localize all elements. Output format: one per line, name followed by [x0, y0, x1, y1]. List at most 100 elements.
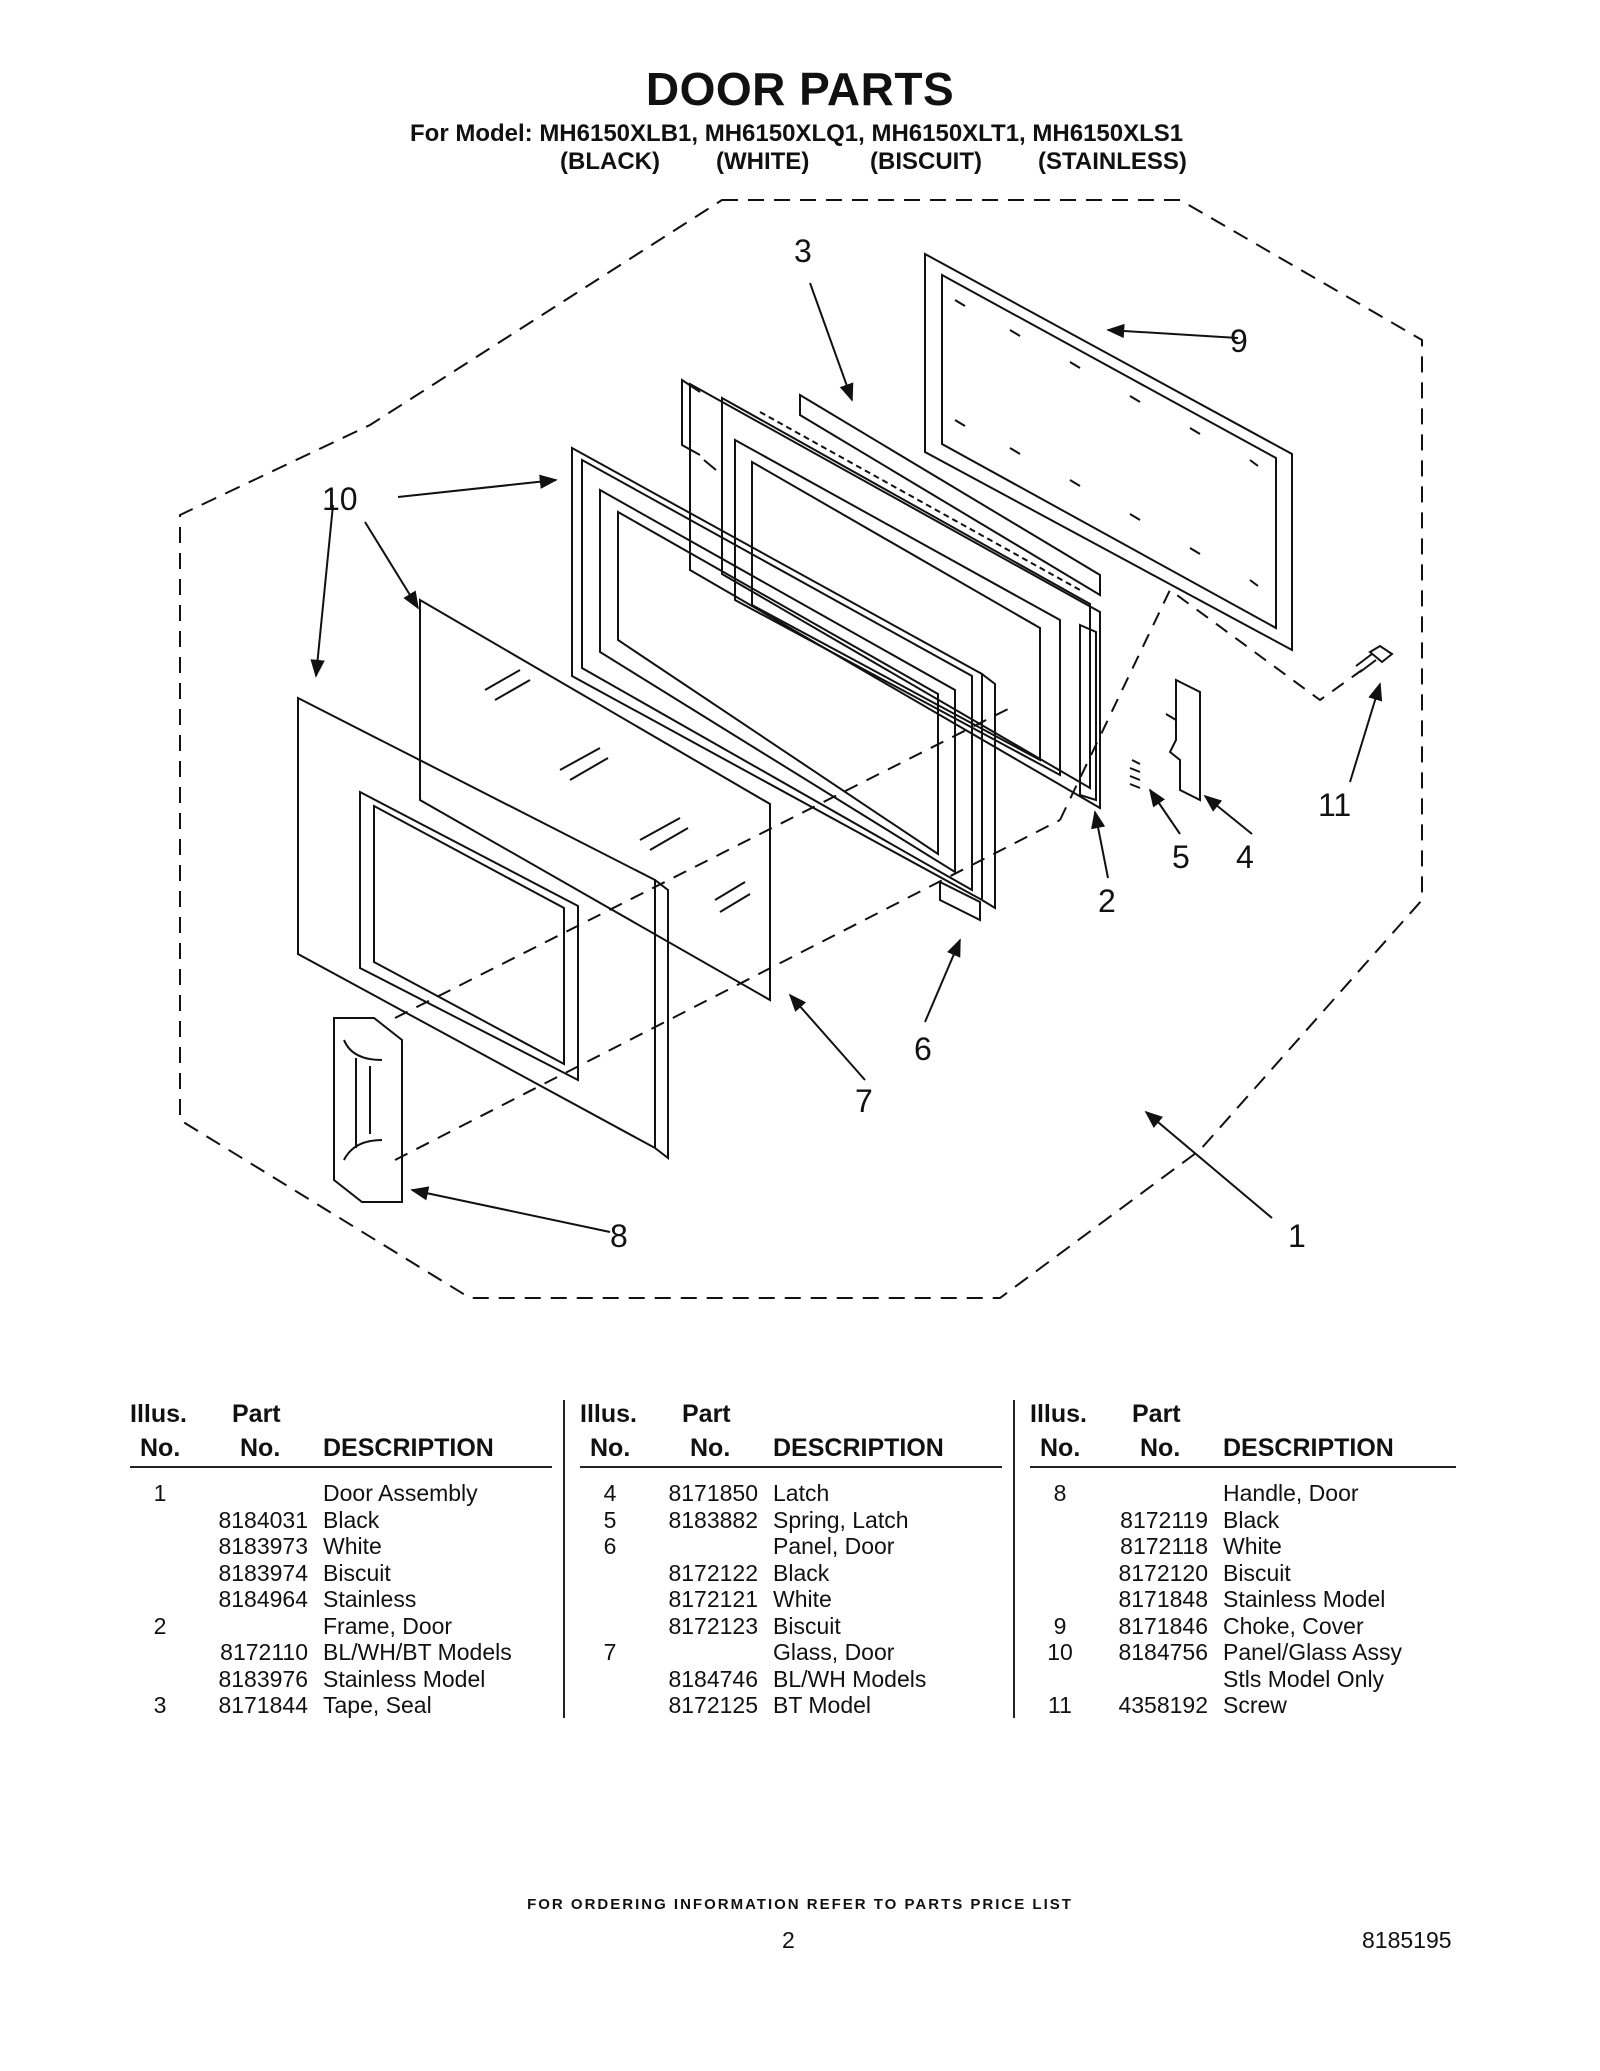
part-number: 8172118	[1120, 1533, 1208, 1559]
screw-part	[1355, 644, 1394, 673]
callout-5: 5	[1172, 839, 1190, 875]
part-number: 8184031	[218, 1506, 308, 1533]
callout-6: 6	[914, 1031, 932, 1067]
table-row: 8172123 Biscuit	[580, 1613, 1000, 1640]
header-part: Part	[232, 1400, 281, 1428]
assembly-outline	[179, 199, 1423, 1299]
exploded-parts-diagram: 1 2 3 4 5 6 7 8 9 10 11	[179, 199, 1423, 1299]
header-part: Part	[682, 1400, 731, 1428]
part-description: Biscuit	[773, 1612, 841, 1639]
part-description: BL/WH/BT Models	[323, 1639, 512, 1665]
part-number: 8172121	[668, 1586, 758, 1612]
part-description: Frame, Door	[323, 1612, 453, 1639]
part-number: 8183973	[218, 1533, 308, 1559]
part-number: 8184746	[668, 1665, 758, 1692]
part-description: Glass, Door	[773, 1639, 895, 1665]
table-row: 8172110 BL/WH/BT Models	[130, 1639, 550, 1666]
panel-glass-assembly-part	[571, 446, 996, 922]
callout-10: 10	[322, 481, 358, 517]
part-description: Black	[773, 1559, 830, 1586]
ordering-note: FOR ORDERING INFORMATION REFER TO PARTS …	[527, 1896, 1073, 1913]
header-part-no: No.	[1140, 1434, 1181, 1462]
part-number: 4358192	[1118, 1692, 1208, 1718]
header-part-no: No.	[240, 1434, 281, 1462]
part-number: 8172110	[220, 1639, 308, 1665]
part-number: 8183882	[668, 1506, 758, 1533]
header-part: Part	[1132, 1400, 1181, 1428]
part-number: 8171846	[1118, 1612, 1208, 1639]
part-description: Latch	[773, 1480, 830, 1506]
choke-cover-part	[924, 252, 1293, 652]
callout-7: 7	[855, 1083, 873, 1119]
callout-1: 1	[1288, 1218, 1306, 1254]
callout-4: 4	[1236, 839, 1254, 875]
part-description: Black	[323, 1506, 380, 1533]
part-description: White	[1223, 1533, 1282, 1559]
door-handle-part	[333, 1017, 403, 1203]
table-row: 11 4358192 Screw	[1030, 1692, 1450, 1719]
header-part-no: No.	[690, 1434, 731, 1462]
callout-11: 11	[1318, 787, 1351, 823]
part-description: Stainless Model	[323, 1665, 486, 1692]
color-label-white: (WHITE)	[716, 148, 810, 175]
table-row: 8172118 White	[1030, 1533, 1450, 1560]
part-description: Handle, Door	[1223, 1480, 1359, 1506]
door-glass-part	[419, 598, 771, 1002]
color-label-biscuit: (BISCUIT)	[870, 148, 982, 175]
table-row: 1 Door Assembly	[130, 1480, 550, 1507]
part-number: 8171848	[1118, 1586, 1208, 1612]
illus-number: 11	[1048, 1692, 1072, 1718]
table-row: 8184031 Black	[130, 1507, 550, 1534]
column-divider	[1013, 1400, 1015, 1718]
illus-number: 6	[603, 1533, 617, 1559]
table-row: 8183976 Stainless Model	[130, 1666, 550, 1693]
part-number: 8183974	[218, 1559, 308, 1586]
model-list: For Model: MH6150XLB1, MH6150XLQ1, MH615…	[410, 120, 1184, 147]
seal-tape-part	[799, 393, 1101, 597]
part-number: 8172123	[668, 1612, 758, 1639]
part-description: Biscuit	[1223, 1559, 1291, 1586]
part-number: 8184964	[218, 1586, 308, 1612]
latch-spring-part	[1129, 759, 1141, 789]
table-row: 6 Panel, Door	[580, 1533, 1000, 1560]
part-description: Stls Model Only	[1223, 1665, 1385, 1692]
illus-number: 4	[603, 1480, 617, 1506]
table-row: 2 Frame, Door	[130, 1613, 550, 1640]
callout-2: 2	[1098, 883, 1116, 919]
part-number: 8172119	[1120, 1506, 1208, 1533]
header-description: DESCRIPTION	[1223, 1434, 1394, 1462]
page-number: 2	[782, 1927, 795, 1953]
column-divider	[563, 1400, 565, 1718]
table-row: Stls Model Only	[1030, 1666, 1450, 1693]
illus-number: 10	[1047, 1639, 1073, 1665]
part-description: White	[773, 1586, 832, 1612]
callout-3: 3	[794, 233, 812, 269]
part-description: Panel, Door	[773, 1533, 895, 1559]
door-frame-part	[681, 378, 1101, 810]
part-description: Door Assembly	[323, 1480, 478, 1506]
header-illus-no: No.	[140, 1434, 181, 1462]
illus-number: 1	[153, 1480, 167, 1506]
part-description: Tape, Seal	[323, 1692, 432, 1718]
door-panel-part	[297, 696, 669, 1161]
document-number: 8185195	[1362, 1927, 1452, 1953]
header-illus: Illus.	[130, 1400, 187, 1428]
illus-number: 9	[1053, 1612, 1067, 1639]
callout-9: 9	[1230, 323, 1248, 359]
part-description: Screw	[1223, 1692, 1287, 1718]
part-number: 8183976	[218, 1665, 308, 1692]
part-number: 8172122	[668, 1559, 758, 1586]
header-illus-no: No.	[590, 1434, 631, 1462]
illus-number: 2	[153, 1612, 167, 1639]
part-number: 8184756	[1118, 1639, 1208, 1665]
